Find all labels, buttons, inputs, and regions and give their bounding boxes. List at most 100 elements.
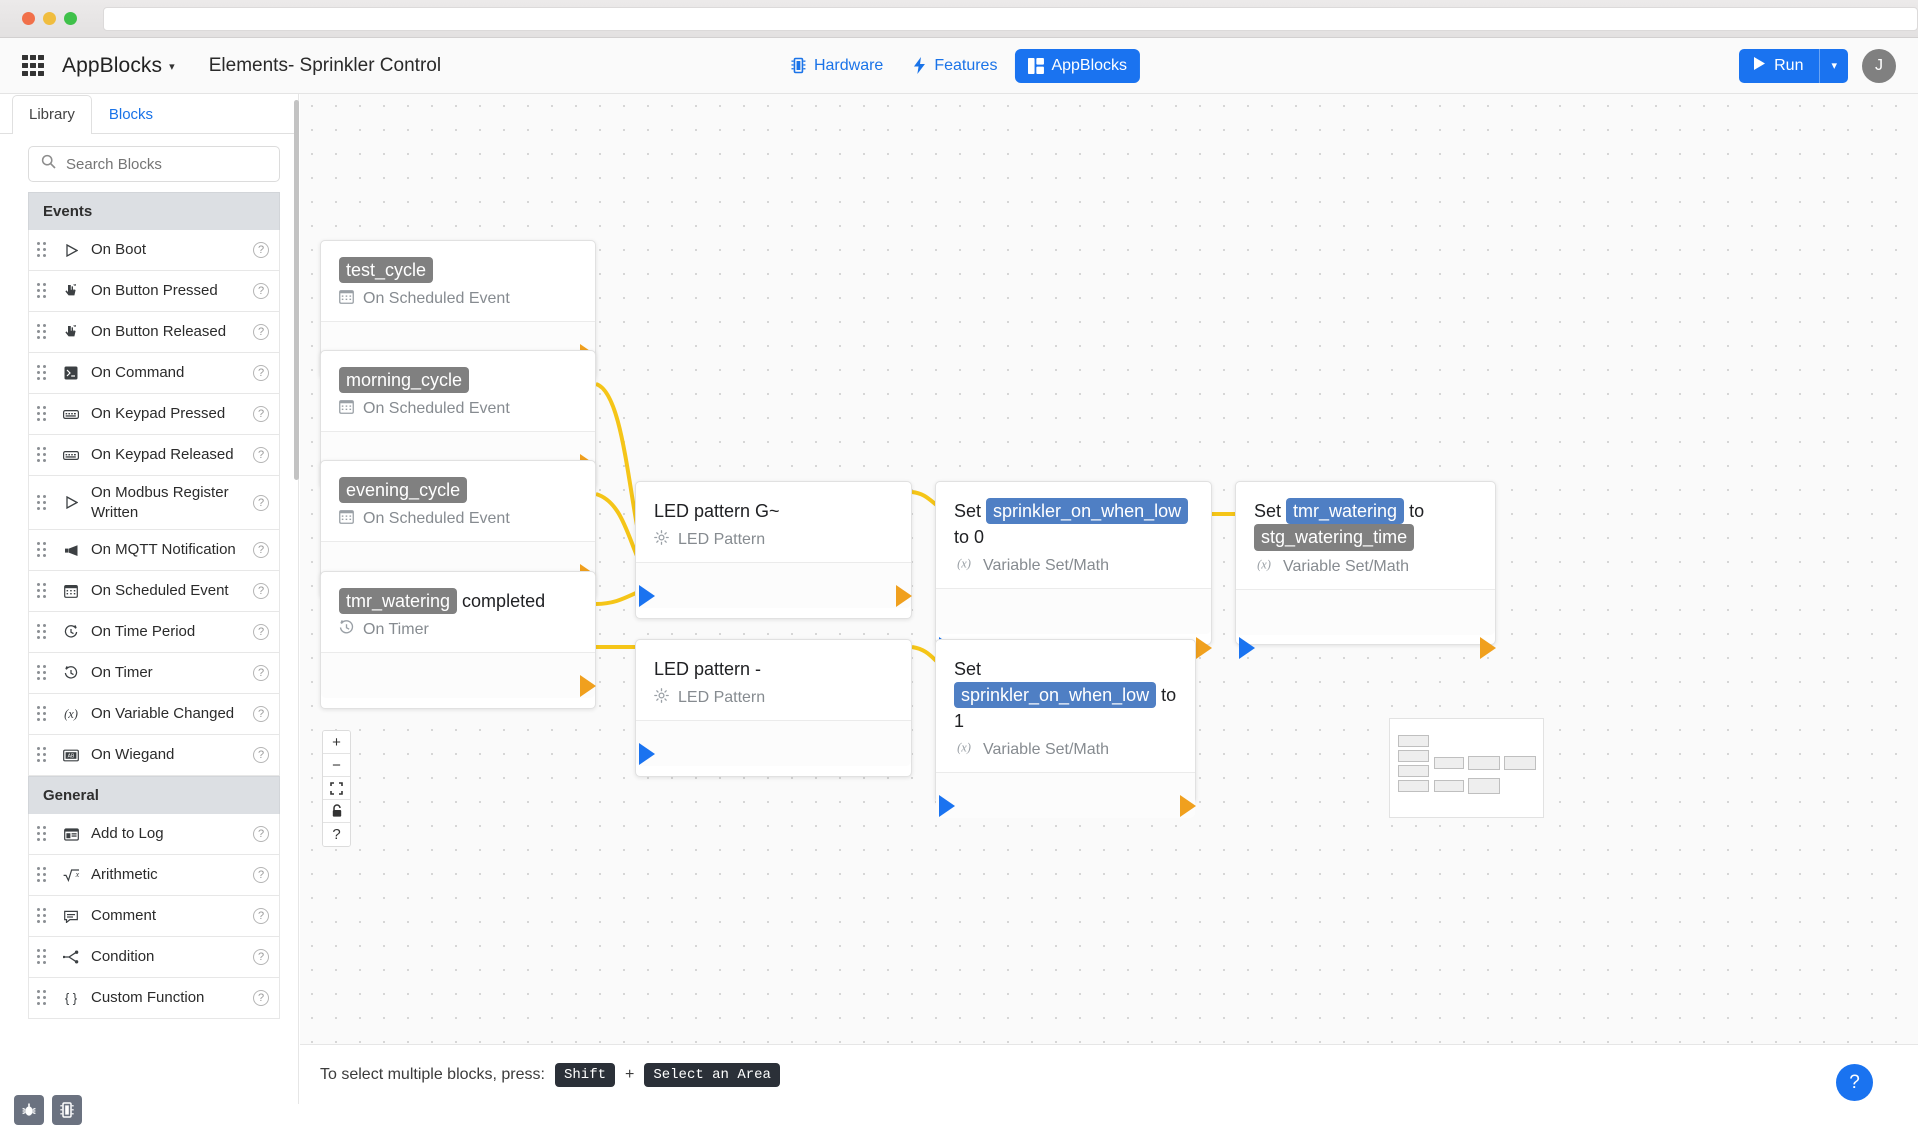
variable-pill[interactable]: sprinkler_on_when_low <box>954 682 1157 709</box>
debug-bug-button[interactable] <box>14 1095 44 1125</box>
variable-pill[interactable]: tmr_watering <box>339 588 458 615</box>
canvas-help-button[interactable]: ? <box>323 823 350 846</box>
library-block-row[interactable]: On Time Period? <box>28 612 280 653</box>
input-port[interactable] <box>639 743 655 765</box>
drag-handle-icon[interactable] <box>37 583 51 599</box>
help-fab-button[interactable]: ? <box>1836 1064 1873 1101</box>
library-block-row[interactable]: On Button Released? <box>28 312 280 353</box>
variable-pill[interactable]: evening_cycle <box>339 477 468 504</box>
help-icon[interactable]: ? <box>253 447 269 463</box>
block-node-set-sprinkler-low-0[interactable]: Set sprinkler_on_when_low to 0(x)Variabl… <box>935 481 1212 645</box>
avatar[interactable]: J <box>1862 48 1896 83</box>
help-icon[interactable]: ? <box>253 583 269 599</box>
drag-handle-icon[interactable] <box>37 494 51 511</box>
run-button-main[interactable]: Run <box>1739 56 1819 76</box>
library-block-row[interactable]: On Timer? <box>28 653 280 694</box>
drag-handle-icon[interactable] <box>37 324 51 340</box>
search-input[interactable] <box>66 155 267 173</box>
drag-handle-icon[interactable] <box>37 406 51 422</box>
tab-blocks[interactable]: Blocks <box>108 106 154 123</box>
variable-pill[interactable]: morning_cycle <box>339 367 470 394</box>
maximize-window-button[interactable] <box>64 12 77 25</box>
library-block-row[interactable]: On Boot? <box>28 230 280 271</box>
apps-grid-icon[interactable] <box>22 54 44 77</box>
tab-appblocks[interactable]: AppBlocks <box>1014 48 1141 83</box>
help-icon[interactable]: ? <box>253 406 269 422</box>
help-icon[interactable]: ? <box>253 324 269 340</box>
close-window-button[interactable] <box>22 12 35 25</box>
help-icon[interactable]: ? <box>253 826 269 842</box>
zoom-in-button[interactable]: + <box>323 731 350 754</box>
help-icon[interactable]: ? <box>253 494 269 511</box>
drag-handle-icon[interactable] <box>37 447 51 463</box>
help-icon[interactable]: ? <box>253 747 269 763</box>
library-block-row[interactable]: (x)On Variable Changed? <box>28 694 280 735</box>
library-block-row[interactable]: On Command? <box>28 353 280 394</box>
drag-handle-icon[interactable] <box>37 990 51 1006</box>
drag-handle-icon[interactable] <box>37 949 51 965</box>
run-button[interactable]: Run ▾ <box>1739 48 1848 83</box>
drag-handle-icon[interactable] <box>37 826 51 842</box>
help-icon[interactable]: ? <box>253 283 269 299</box>
search-box[interactable] <box>28 146 280 182</box>
help-icon[interactable]: ? <box>253 990 269 1006</box>
tab-features[interactable]: Features <box>900 49 1010 83</box>
help-icon[interactable]: ? <box>253 867 269 883</box>
tab-library[interactable]: Library <box>12 95 92 134</box>
address-bar[interactable] <box>103 6 1918 31</box>
block-node-set-tmr-watering[interactable]: Set tmr_watering to stg_watering_time(x)… <box>1235 481 1496 645</box>
library-block-row[interactable]: On MQTT Notification? <box>28 530 280 571</box>
help-icon[interactable]: ? <box>253 706 269 722</box>
variable-pill[interactable]: tmr_watering <box>1286 498 1405 525</box>
drag-handle-icon[interactable] <box>37 365 51 381</box>
drag-handle-icon[interactable] <box>37 624 51 640</box>
help-icon[interactable]: ? <box>253 624 269 640</box>
library-block-row[interactable]: On Keypad Pressed? <box>28 394 280 435</box>
device-chip-button[interactable] <box>52 1095 82 1125</box>
minimap[interactable] <box>1389 718 1544 818</box>
input-port[interactable] <box>1239 637 1255 659</box>
drag-handle-icon[interactable] <box>37 542 51 558</box>
brand-menu[interactable]: AppBlocks▾ <box>62 54 175 78</box>
zoom-out-button[interactable]: − <box>323 754 350 777</box>
drag-handle-icon[interactable] <box>37 283 51 299</box>
library-block-row[interactable]: { }Custom Function? <box>28 978 280 1019</box>
library-block-row[interactable]: Comment? <box>28 896 280 937</box>
output-port[interactable] <box>1180 795 1196 817</box>
output-port[interactable] <box>580 675 596 697</box>
help-icon[interactable]: ? <box>253 542 269 558</box>
input-port[interactable] <box>639 585 655 607</box>
block-node-set-sprinkler-low-1[interactable]: Set sprinkler_on_when_low to 1(x)Variabl… <box>935 639 1196 819</box>
drag-handle-icon[interactable] <box>37 665 51 681</box>
help-icon[interactable]: ? <box>253 242 269 258</box>
library-block-row[interactable]: On Keypad Released? <box>28 435 280 476</box>
sidebar-scrollbar[interactable] <box>294 100 299 480</box>
block-node-led-pattern-dash[interactable]: LED pattern -LED Pattern <box>635 639 912 777</box>
output-port[interactable] <box>896 585 912 607</box>
drag-handle-icon[interactable] <box>37 706 51 722</box>
run-dropdown-button[interactable]: ▾ <box>1819 48 1848 83</box>
library-block-row[interactable]: Condition? <box>28 937 280 978</box>
library-block-row[interactable]: Add to Log? <box>28 814 280 855</box>
help-icon[interactable]: ? <box>253 949 269 965</box>
drag-handle-icon[interactable] <box>37 908 51 924</box>
lock-button[interactable] <box>323 800 350 823</box>
variable-pill[interactable]: stg_watering_time <box>1254 524 1415 551</box>
help-icon[interactable]: ? <box>253 365 269 381</box>
variable-pill[interactable]: test_cycle <box>339 257 434 284</box>
help-icon[interactable]: ? <box>253 908 269 924</box>
help-icon[interactable]: ? <box>253 665 269 681</box>
output-port[interactable] <box>1480 637 1496 659</box>
drag-handle-icon[interactable] <box>37 867 51 883</box>
variable-pill[interactable]: sprinkler_on_when_low <box>986 498 1189 525</box>
tab-hardware[interactable]: Hardware <box>778 49 896 83</box>
library-block-row[interactable]: On Scheduled Event? <box>28 571 280 612</box>
drag-handle-icon[interactable] <box>37 747 51 763</box>
library-block-row[interactable]: On Button Pressed? <box>28 271 280 312</box>
block-node-led-pattern-g[interactable]: LED pattern G~LED Pattern <box>635 481 912 619</box>
minimize-window-button[interactable] <box>43 12 56 25</box>
